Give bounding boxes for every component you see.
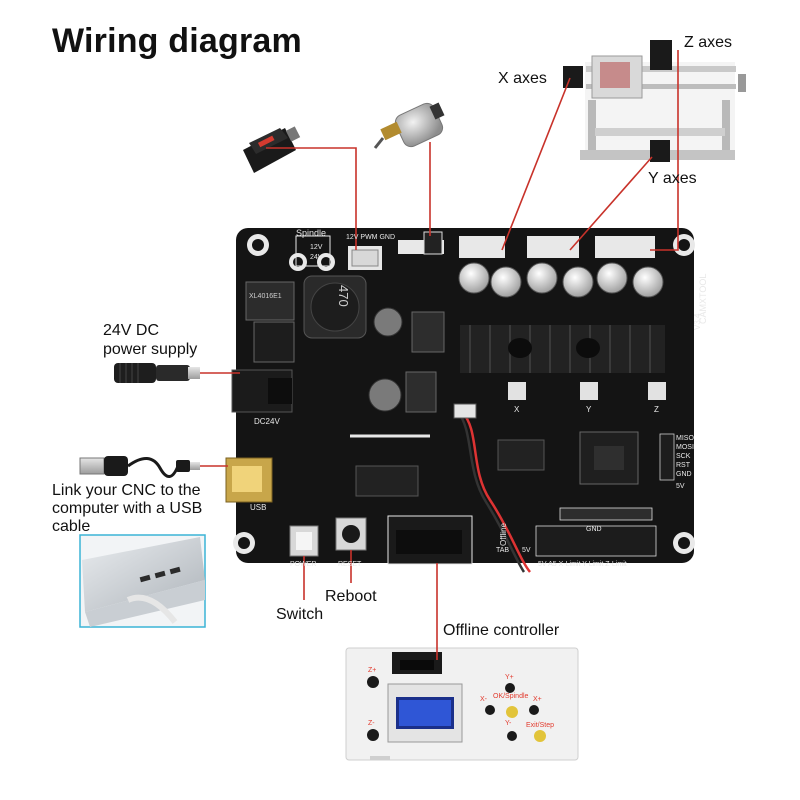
controller-labels: Z+ Z- Y+ Y- X- X+ OK/Spindle Exit/Step [368,667,554,729]
usb-port-silk: USB [250,503,266,512]
v24-silk: 24V [310,254,323,261]
controller-z-plus: Z+ [368,667,376,674]
tab-silk: TAB [496,547,509,554]
laptop-image [79,534,206,628]
controller-x-plus: X+ [533,696,542,703]
laser-line [266,147,357,250]
board-model-silk: CAMXTOOL [698,274,708,324]
controller-x-minus: X- [480,696,488,703]
regulator-silk: XL4016E1 [249,293,282,300]
usb-label-line1: Link your CNC to the [52,482,201,499]
spi-pin-4: GND [676,471,692,478]
inductor-silk: 470 [336,285,351,307]
spindle-silk: Spindle [296,228,326,238]
axis-x-silk: X [514,405,520,414]
power-supply-label-line1: 24V DC [103,322,160,339]
connection-lines [200,50,679,660]
power-button-silk: POWER [290,561,316,568]
five-v-silk: 5V [676,483,685,490]
spi-pin-2: SCK [676,453,691,460]
tab-5v-silk: 5V [522,547,531,554]
spi-pin-3: RST [676,462,691,469]
reset-button-silk: RESET [338,561,362,568]
board-silk-text: Spindle 12V 24V 12V PWM GND 470 XL4016E1… [249,228,708,568]
y-axis-line [569,156,653,251]
controller-z-minus: Z- [368,720,375,727]
v12-silk: 12V [310,244,323,251]
spindle-motor-image [373,102,445,149]
gnd-silk: GND [586,526,602,533]
offline-controller-label: Offline controller [443,622,560,639]
usb-cable-image [79,456,200,478]
laser-module-image [243,126,301,173]
laser-header-silk: 12V PWM GND [346,234,395,241]
power-plug-image [114,363,200,383]
limit-row-silk: 5V A5 X-Limit Y-Limit Z-Limit [538,561,627,568]
x-axes-label: X axes [498,70,547,87]
x-axis-line [501,77,571,251]
switch-label: Switch [276,606,324,623]
cnc-machine-image [563,40,746,162]
spi-pin-0: MISO [676,435,694,442]
y-axes-label: Y axes [648,170,697,187]
controller-ok-spindle: OK/Spindle [493,693,529,700]
axis-y-silk: Y [586,405,592,414]
dc-port-silk: DC24V [254,417,280,426]
offline-port-silk: Offline [499,522,508,546]
page-title: Wiring diagram [52,22,302,60]
axis-z-silk: Z [654,405,659,414]
usb-label-line2: computer with a USB [52,500,203,517]
z-axes-label: Z axes [684,34,733,51]
spi-pin-1: MOSI [676,444,694,451]
controller-exit-step: Exit/Step [526,722,554,729]
controller-board [225,228,695,573]
reboot-label: Reboot [325,588,377,605]
board-version-silk: V3.4 [693,313,702,330]
controller-y-minus: Y- [505,720,512,727]
controller-y-plus: Y+ [505,674,514,681]
offline-controller-image [345,647,579,761]
power-supply-label-line2: power supply [103,341,198,358]
z-axis-line [650,50,679,251]
usb-label-line3: cable [52,518,91,535]
